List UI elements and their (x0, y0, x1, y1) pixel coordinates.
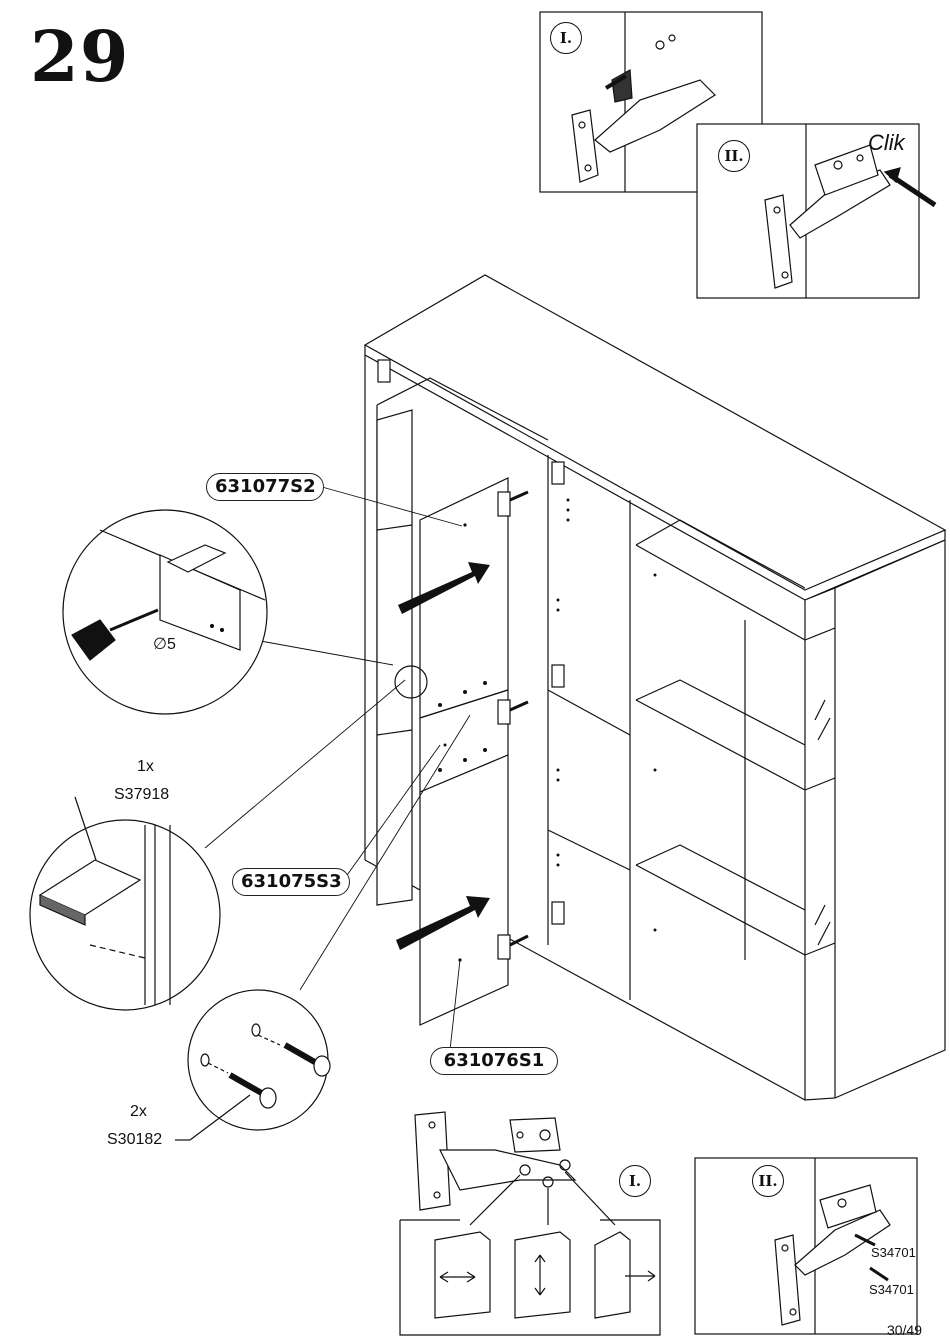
step-number: 29 (30, 15, 130, 98)
inset-screws (175, 989, 331, 1141)
inset-bottom-step1-marker: I. (619, 1165, 651, 1197)
inset-top-step2-marker: II. (718, 140, 750, 172)
cabinet (363, 274, 947, 1101)
inset-drill (62, 509, 268, 715)
hinge-screw-label-b: S34701 (869, 1282, 914, 1297)
part-label-middle-door: 631075S3 (232, 868, 350, 896)
inset-top-step1-marker: I. (550, 22, 582, 54)
inset-hinge-screws (694, 1157, 918, 1335)
inset-bumper (29, 796, 221, 1011)
push-arrows (396, 562, 490, 950)
bumper-quantity: 1x (137, 758, 154, 775)
drill-diameter: ∅5 (153, 636, 176, 653)
door-left (376, 409, 413, 906)
bumper-code: S37918 (114, 786, 170, 803)
inset-top-step2 (696, 123, 937, 299)
inset-hinge-adjust (399, 1111, 661, 1336)
leader-lines (204, 486, 471, 1051)
part-label-top-door: 631077S2 (206, 473, 324, 501)
screw-quantity: 2x (130, 1103, 147, 1120)
page-number: 30/49 (886, 1322, 922, 1338)
part-label-bottom-door: 631076S1 (430, 1047, 558, 1075)
click-text: Clik (868, 130, 905, 155)
door-stack (419, 477, 529, 1026)
inset-bottom-step2-marker: II. (752, 1165, 784, 1197)
inset-top-step1 (539, 11, 763, 193)
hinge-screw-label-a: S34701 (871, 1245, 916, 1260)
screw-code: S30182 (107, 1131, 163, 1148)
